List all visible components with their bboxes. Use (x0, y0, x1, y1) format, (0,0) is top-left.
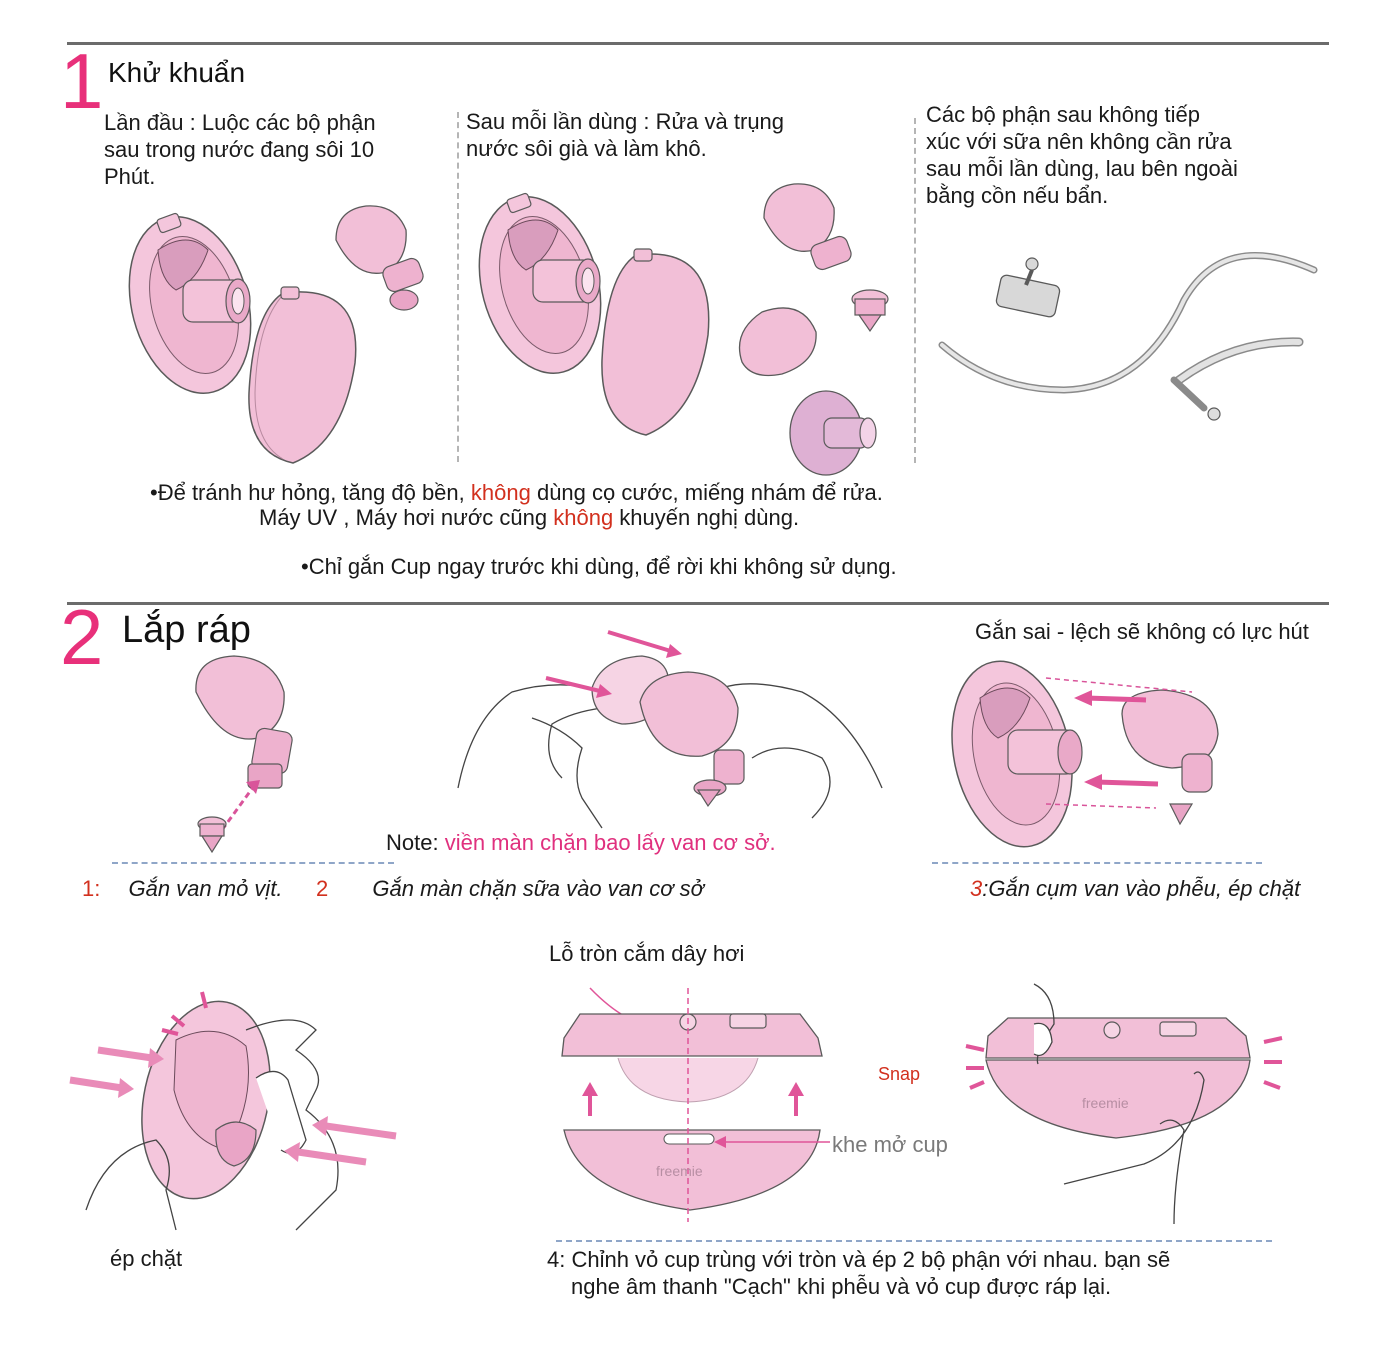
step2-num: 2 (316, 876, 329, 901)
column-divider (914, 118, 916, 463)
step2-text: Gắn màn chặn sữa vào van cơ sở (372, 876, 704, 901)
section2-title: Lắp ráp (122, 609, 251, 651)
funnel-illustration (478, 192, 602, 374)
col1-line: Lần đầu : Luộc các bộ phận (104, 110, 376, 135)
cup-alignment-illustration: freemie (561, 987, 830, 1222)
assembly-note: Note: viền màn chặn bao lấy van cơ sở. (386, 829, 776, 856)
col3-line: bằng cồn nếu bẩn. (926, 183, 1109, 208)
warning-note: Máy UV , Máy hơi nước cũng không khuyến … (259, 504, 799, 531)
press-illustration (69, 991, 397, 1231)
step3-num: 3 (970, 876, 983, 901)
warning-note: •Để tránh hư hỏng, tăng độ bền, không dù… (150, 479, 883, 506)
step-divider (112, 862, 394, 864)
press-label: ép chặt (110, 1246, 183, 1271)
step4-caption: 4: Chỉnh vỏ cup trùng với tròn và ép 2 b… (547, 1246, 1170, 1300)
step4-line: 4: Chỉnh vỏ cup trùng với tròn và ép 2 b… (547, 1247, 1171, 1272)
cup-shell-illustration (601, 248, 710, 436)
col2-text: Sau mỗi lần dùng : Rửa và trụng nước sôi… (466, 108, 784, 162)
warning-prefix: Máy UV , Máy hơi nước cũng (259, 505, 554, 530)
step-divider (556, 1240, 1272, 1242)
valve-illustration (763, 183, 852, 271)
wrong-mount-note: Gắn sai - lệch sẽ không có lực hút (975, 619, 1309, 644)
slot-label: khe mở cup (832, 1132, 948, 1157)
col2-line: nước sôi già và làm khô. (466, 136, 707, 161)
section2-number: 2 (60, 593, 104, 681)
step3-text: :Gắn cụm van vào phễu, ép chặt (982, 876, 1301, 901)
col3-line: sau mỗi lần dùng, lau bên ngoài (926, 156, 1238, 181)
col3-line: xúc với sữa nên không cần rửa (926, 129, 1232, 154)
col1-line: Phút. (104, 164, 156, 189)
col3-line: Các bộ phận sau không tiếp (926, 102, 1200, 127)
column-divider (457, 112, 459, 462)
funnel-illustration (128, 212, 252, 394)
milk-barrier-icon (738, 307, 817, 377)
brand-text: freemie (1082, 1095, 1129, 1111)
section1-title: Khử khuẩn (108, 57, 246, 88)
warning-highlight: không (470, 480, 531, 505)
valve-illustration (335, 205, 424, 311)
section1-number: 1 (60, 37, 104, 125)
col1-line: sau trong nước đang sôi 10 (104, 137, 375, 162)
duckbill-valve-icon (851, 289, 889, 333)
step4-line: nghe âm thanh "Cạch" khi phễu và vỏ cup … (571, 1274, 1112, 1299)
step1-illustration (195, 655, 293, 854)
warning-suffix: dùng cọ cước, miếng nhám để rửa. (530, 480, 883, 505)
tubing-illustration (938, 252, 1318, 421)
step1-caption: 1: Gắn van mỏ vịt. (82, 875, 283, 902)
cup-note: •Chỉ gắn Cup ngay trước khi dùng, để rời… (301, 554, 897, 579)
warning-highlight: không (553, 505, 614, 530)
note-value: viền màn chặn bao lấy van cơ sở. (444, 830, 776, 855)
step-divider (932, 862, 1262, 864)
round-hole-label: Lỗ tròn cắm dây hơi (549, 941, 745, 966)
step2-illustration (457, 630, 883, 829)
flange-illustration (789, 390, 877, 476)
section2-divider (67, 602, 1329, 605)
warning-prefix: •Để tránh hư hỏng, tăng độ bền, (150, 480, 471, 505)
col2-line: Sau mỗi lần dùng : Rửa và trụng (466, 109, 785, 134)
snap-illustration: freemie (965, 983, 1283, 1225)
step3-caption: 3:Gắn cụm van vào phễu, ép chặt (970, 875, 1300, 902)
step1-num: 1: (82, 876, 101, 901)
col3-text: Các bộ phận sau không tiếp xúc với sữa n… (926, 101, 1238, 209)
col1-text: Lần đầu : Luộc các bộ phận sau trong nướ… (104, 109, 376, 190)
cup-shell-illustration (248, 286, 357, 464)
brand-text: freemie (656, 1163, 703, 1179)
note-label: Note: (386, 830, 445, 855)
step3-illustration (951, 660, 1219, 848)
snap-label: Snap (878, 1064, 921, 1084)
step1-text: Gắn van mỏ vịt. (128, 876, 283, 901)
step2-caption: 2 Gắn màn chặn sữa vào van cơ sở (316, 875, 704, 902)
warning-suffix: khuyến nghị dùng. (613, 505, 800, 530)
section1-divider (67, 42, 1329, 45)
